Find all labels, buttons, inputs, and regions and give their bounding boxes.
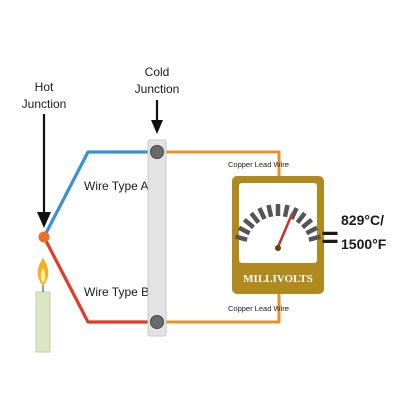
down-arrow-icon [37, 114, 51, 228]
terminal-screw-top [150, 145, 164, 159]
down-arrow-icon [151, 100, 163, 134]
wire-type-a [42, 150, 157, 238]
gauge-tick [295, 211, 307, 224]
gauge-tick [301, 217, 314, 230]
gauge-tick [234, 234, 248, 242]
wire-type-a-label: Wire Type A [84, 179, 148, 193]
temperature-reading-line1: 829°C/ [341, 212, 384, 228]
temperature-reading-line2: 1500°F [341, 236, 387, 252]
gauge-tick [242, 217, 255, 230]
millivolts-label: MILLIVOLTS [243, 273, 313, 285]
equals-sign: = [321, 221, 339, 254]
copper-lead-wire-label-top: Copper Lead Wire [228, 160, 289, 169]
gauge-tick [305, 225, 319, 236]
gauge-tick [289, 207, 299, 220]
cold-junction-label-line1: Cold [145, 65, 170, 79]
gauge-tick [249, 211, 261, 224]
copper-lead-wire-label-bottom: Copper Lead Wire [228, 304, 289, 313]
candle-icon [35, 283, 51, 353]
hot-junction-label-line1: Hot [35, 80, 54, 94]
wire-type-b [42, 236, 157, 324]
gauge-icon [234, 204, 322, 242]
hot-junction-label-line2: Junction [22, 97, 67, 111]
copper-lead-wires [160, 150, 281, 324]
hot-junction-point [38, 231, 50, 243]
millivolt-meter: MILLIVOLTS [232, 176, 324, 294]
cold-junction-block [147, 139, 167, 337]
cold-junction-label-line2: Junction [135, 82, 180, 96]
wire-type-b-label: Wire Type B [84, 285, 149, 299]
flame-icon [37, 258, 49, 286]
gauge-tick [266, 204, 274, 218]
gauge-tick [237, 225, 251, 236]
gauge-tick [282, 204, 290, 218]
gauge-tick [257, 207, 267, 220]
terminal-screw-bottom [150, 315, 164, 329]
needle-icon [275, 212, 294, 251]
gauge-tick [308, 234, 322, 242]
